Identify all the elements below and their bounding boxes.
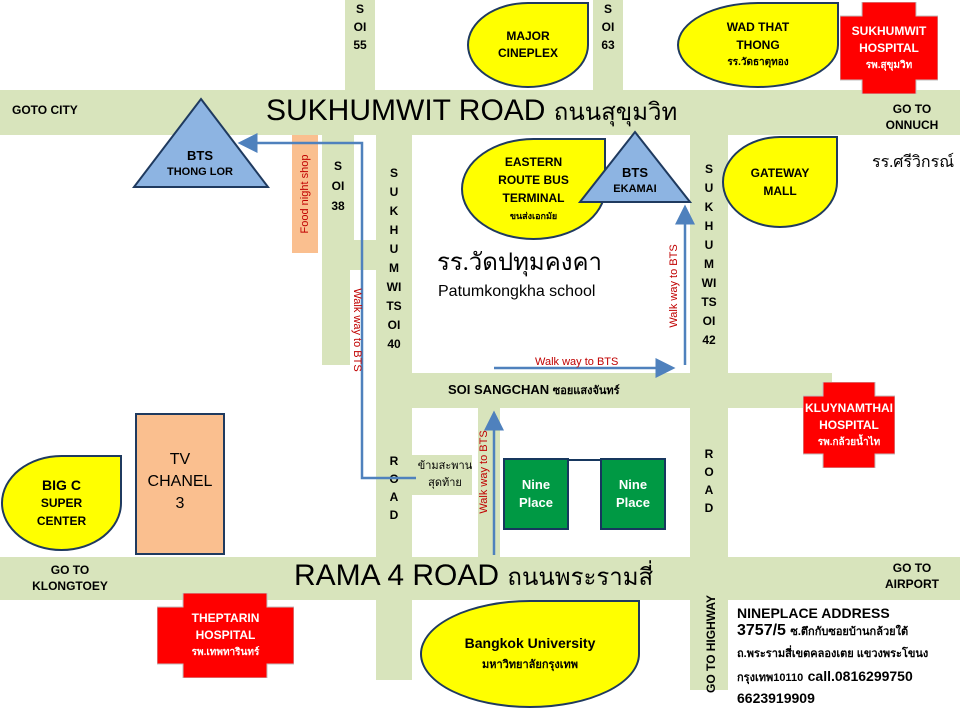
theptarin-hospital: THEPTARIN HOSPITAL รพ.เทพทารินทร์ — [157, 593, 294, 678]
soi-sangchan-th: ซอยแสงจันทร์ — [552, 385, 620, 397]
soi-sangchan-en: SOI SANGCHAN — [448, 382, 550, 397]
rama4-road-th: ถนนพระรามสี่ — [507, 564, 654, 591]
bts-thonglor-label: BTS THONG LOR — [167, 148, 233, 178]
major-cineplex: MAJOR CINEPLEX — [467, 2, 589, 88]
sukhumvit-road-th: ถนนสุขุมวิท — [553, 99, 678, 126]
hospital-cross-icon — [157, 593, 294, 678]
soi-40-label: SUKHUMWITSOI40 — [386, 166, 402, 351]
kluynamthai-hospital: KLUYNAMTHAI HOSPITAL รพ.กล้วยน้ำไท — [803, 382, 895, 468]
address-line-2: ถ.พระรามสี่เขตคลองเตย แขวงพระโขนง — [737, 648, 929, 660]
soi-42-road — [690, 135, 728, 690]
wad-that-thong: WAD THAT THONG รร.วัดธาตุทอง — [677, 2, 839, 88]
rama4-road — [0, 557, 960, 600]
bangkok-university: Bangkok University มหาวิทยาลัยกรุงเทพ — [420, 600, 640, 708]
connector-road — [322, 240, 376, 270]
rama4-road-label: RAMA 4 ROAD ถนนพระรามสี่ — [294, 557, 684, 597]
address-phone-2: 6623919909 — [737, 690, 815, 706]
bts-ekamai-icon — [578, 130, 692, 203]
walkway-sangchan-label: Walk way to BTS — [535, 356, 619, 368]
soi-42-label: SUKHUMWITSOI42 — [701, 162, 717, 347]
last-bridge-label: ข้ามสะพาน สุดท้าย — [417, 460, 473, 489]
big-c-super-center: BIG C SUPER CENTER — [1, 455, 122, 551]
rama4-road-en: RAMA 4 ROAD — [294, 559, 500, 592]
walkway-soi40-label: Walk way to BTS — [351, 288, 363, 372]
nine-place-connector — [569, 459, 600, 461]
address-title: NINEPLACE ADDRESS — [737, 605, 890, 621]
goto-onnuch-label: GO TO ONNUCH — [885, 102, 939, 132]
address-block: NINEPLACE ADDRESS 3757/5 ซ.ตึกกับซอยบ้าน… — [737, 605, 959, 708]
address-line-3: กรุงเทพ10110 call.0816299750 — [737, 668, 913, 684]
soi-38-lower-road — [322, 270, 350, 365]
soi-sangchan-label: SOI SANGCHAN ซอยแสงจันทร์ — [448, 381, 620, 399]
goto-city-label: GOTO CITY — [12, 103, 78, 117]
soi-sangchan-road — [412, 373, 832, 408]
soi-55-label: SOI55 — [353, 2, 367, 52]
soi-55-road — [345, 0, 375, 90]
goto-airport-label: GO TO AIRPORT — [885, 561, 939, 591]
soi-63-label: SOI63 — [601, 2, 615, 52]
nine-place-building-1: Nine Place — [503, 458, 569, 530]
srivikorn-school: รร.ศรีวิกรณ์ — [872, 154, 955, 171]
sukhumvit-road — [0, 90, 960, 135]
patumkongkha-school-en: Patumkongkha school — [438, 283, 596, 300]
sukhumvit-hospital: SUKHUMWIT HOSPITAL รพ.สุขุมวิท — [840, 2, 938, 94]
bridge-road — [412, 455, 472, 495]
bts-thonglor-icon — [132, 97, 270, 188]
hospital-cross-icon — [840, 2, 938, 94]
food-night-shop — [292, 135, 318, 253]
walkway-soi40-arrow — [237, 133, 416, 480]
soi-63-road — [593, 0, 623, 90]
walkway-soi42-label: Walk way to BTS — [668, 244, 680, 328]
soi-38-label: SOI38 — [331, 159, 345, 213]
patumkongkha-school-th: รร.วัดปทุมคงคา — [437, 250, 603, 276]
nine-place-building-2: Nine Place — [600, 458, 666, 530]
tv-channel-3: TV CHANEL 3 — [135, 413, 225, 555]
soi-40-road — [376, 135, 412, 680]
sukhumvit-road-en: SUKHUMWIT ROAD — [266, 94, 546, 127]
walkway-nine-label: Walk way to BTS — [478, 430, 490, 514]
goto-klongtoey-label: GO TO KLONGTOEY — [32, 563, 108, 593]
hospital-cross-icon — [803, 382, 895, 468]
gateway-mall: GATEWAY MALL — [722, 136, 838, 228]
soi-42-road-label: ROAD — [704, 447, 714, 515]
bts-ekamai-label: BTS EKAMAI — [613, 165, 657, 195]
address-line-1: 3757/5 ซ.ตึกกับซอยบ้านกล้วยใต้ — [737, 622, 909, 639]
sukhumvit-road-label: SUKHUMWIT ROAD ถนนสุขุมวิท — [266, 92, 706, 132]
